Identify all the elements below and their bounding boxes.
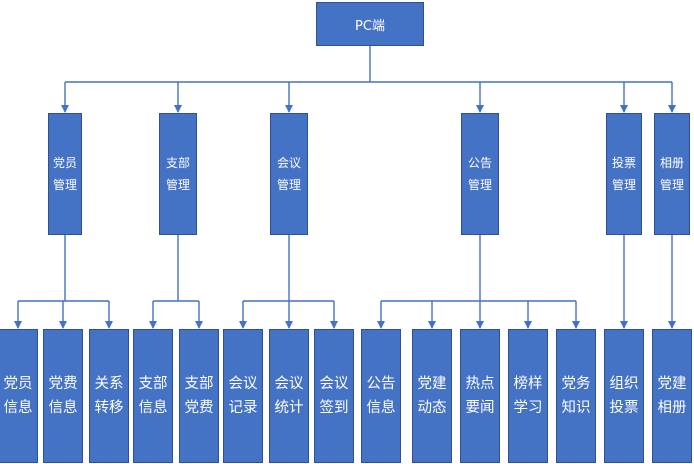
module-node-0: 党员管理 [48,113,82,235]
leaf-node-1-0-text: 支部信息 [139,372,168,420]
leaf-node-1-1-line: 支部 [184,376,214,392]
module-node-3: 公告管理 [461,113,499,235]
leaf-node-3-2-text: 热点要闻 [466,372,495,420]
leaf-node-4-0-text: 组织投票 [610,372,639,420]
leaf-node-0-1-line: 信息 [48,400,78,416]
leaf-node-2-2-line: 签到 [319,400,349,416]
leaf-node-3-3-line: 学习 [513,400,543,416]
module-node-1-line: 支部 [165,156,190,170]
leaf-node-3-4-line: 知识 [561,400,591,416]
module-node-0-line: 党员 [52,156,77,170]
module-node-2-line: 管理 [276,178,301,192]
leaf-node-3-2: 热点要闻 [460,329,500,463]
module-node-0-text: 党员管理 [53,152,77,196]
leaf-node-2-2: 会议签到 [314,329,354,463]
module-node-4-line: 投票 [611,156,636,170]
leaf-node-1-1: 支部党费 [179,329,219,463]
leaf-node-5-0-line: 相册 [657,400,687,416]
leaf-node-3-1-line: 动态 [417,400,447,416]
module-node-5: 相册管理 [654,113,690,235]
leaf-node-1-0-line: 支部 [138,376,168,392]
leaf-node-0-2-line: 关系 [94,376,124,392]
leaf-node-2-0: 会议记录 [223,329,263,463]
leaf-node-5-0-text: 党建相册 [658,372,687,420]
leaf-node-3-2-line: 要闻 [465,400,495,416]
module-node-3-text: 公告管理 [468,152,492,196]
module-node-2-text: 会议管理 [277,152,301,196]
leaf-node-3-2-line: 热点 [465,376,495,392]
root-label: PC端 [355,18,385,34]
leaf-node-2-0-text: 会议记录 [229,372,258,420]
leaf-node-2-0-line: 记录 [228,400,258,416]
module-node-1: 支部管理 [159,113,197,235]
module-node-0-line: 管理 [52,178,77,192]
leaf-node-5-0-line: 党建 [657,376,687,392]
module-node-2-line: 会议 [276,156,301,170]
leaf-node-0-2-line: 转移 [94,400,124,416]
leaf-node-0-0-line: 信息 [3,400,33,416]
module-node-3-line: 管理 [467,178,492,192]
leaf-node-3-3-line: 榜样 [513,376,543,392]
leaf-node-0-0: 党员信息 [0,329,38,463]
module-node-4-text: 投票管理 [612,152,636,196]
leaf-node-3-3: 榜样学习 [508,329,548,463]
leaf-node-2-1-line: 会议 [274,376,304,392]
leaf-node-3-0-text: 公告信息 [367,372,396,420]
leaf-node-0-2: 关系转移 [89,329,129,463]
leaf-node-3-0-line: 公告 [366,376,396,392]
leaf-node-1-0-line: 信息 [138,400,168,416]
module-node-1-line: 管理 [165,178,190,192]
module-node-4-line: 管理 [611,178,636,192]
leaf-node-5-0: 党建相册 [652,329,692,463]
leaf-node-3-0-line: 信息 [366,400,396,416]
leaf-node-0-1: 党费信息 [43,329,83,463]
leaf-node-2-2-text: 会议签到 [320,372,349,420]
module-node-4: 投票管理 [606,113,642,235]
leaf-node-3-4: 党务知识 [556,329,596,463]
leaf-node-2-1-text: 会议统计 [275,372,304,420]
leaf-node-3-1-line: 党建 [417,376,447,392]
leaf-node-3-1: 党建动态 [412,329,452,463]
leaf-node-2-1-line: 统计 [274,400,304,416]
root-node-pc: PC端 [316,2,424,46]
leaf-node-4-0-line: 组织 [609,376,639,392]
leaf-node-0-1-line: 党费 [48,376,78,392]
leaf-node-3-3-text: 榜样学习 [514,372,543,420]
module-node-5-line: 管理 [659,178,684,192]
leaf-node-4-0: 组织投票 [604,329,644,463]
leaf-node-2-1: 会议统计 [269,329,309,463]
leaf-node-0-2-text: 关系转移 [95,372,124,420]
leaf-node-1-1-line: 党费 [184,400,214,416]
module-node-5-line: 相册 [659,156,684,170]
leaf-node-0-1-text: 党费信息 [49,372,78,420]
leaf-node-3-1-text: 党建动态 [418,372,447,420]
leaf-node-1-1-text: 支部党费 [185,372,214,420]
leaf-node-0-0-text: 党员信息 [4,372,33,420]
leaf-node-2-2-line: 会议 [319,376,349,392]
leaf-node-0-0-line: 党员 [3,376,33,392]
module-node-1-text: 支部管理 [166,152,190,196]
leaf-node-1-0: 支部信息 [133,329,173,463]
leaf-node-3-0: 公告信息 [361,329,401,463]
module-node-2: 会议管理 [270,113,308,235]
module-node-5-text: 相册管理 [660,152,684,196]
leaf-node-3-4-text: 党务知识 [562,372,591,420]
leaf-node-2-0-line: 会议 [228,376,258,392]
leaf-node-4-0-line: 投票 [609,400,639,416]
leaf-node-3-4-line: 党务 [561,376,591,392]
module-node-3-line: 公告 [467,156,492,170]
